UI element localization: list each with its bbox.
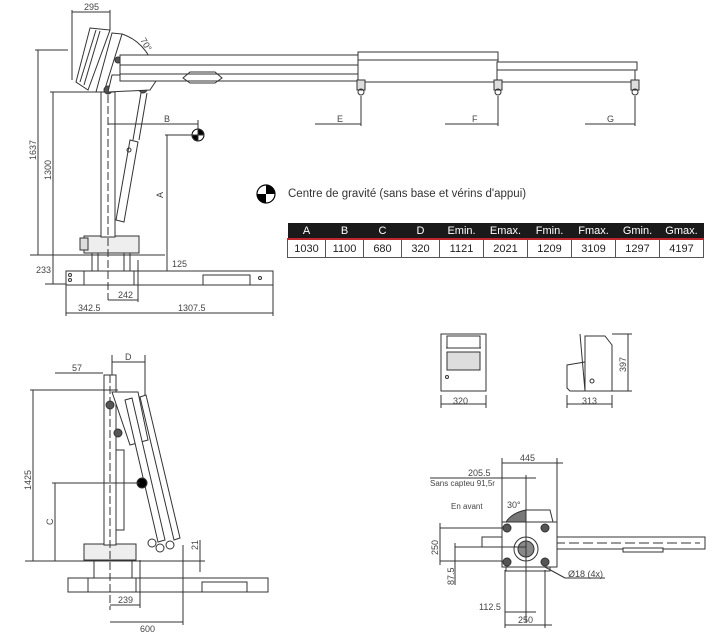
dim-label-d: D [125, 352, 132, 362]
side-view-extended [30, 10, 640, 316]
col-emin: Emin. [439, 223, 484, 240]
col-fmin: Fmin. [527, 223, 572, 240]
note-sans-capteur: Sans capteu 91,5r [430, 479, 495, 488]
note-en-avant: En avant [451, 502, 483, 511]
cell-a: 1030 [287, 238, 326, 258]
dim-87-5: 87.5 [446, 567, 456, 585]
dim-1307-5: 1307.5 [178, 303, 206, 313]
cell-gmin: 1297 [615, 238, 660, 258]
dim-1637: 1637 [28, 140, 38, 160]
dim-242: 242 [118, 290, 133, 300]
col-fmax: Fmax. [571, 223, 616, 240]
dim-21: 21 [190, 540, 200, 550]
dim-label-f: F [472, 114, 478, 124]
dim-600: 600 [140, 624, 155, 634]
dim-label-g: G [607, 114, 614, 124]
control-box-side [566, 333, 632, 408]
dim-label-b: B [164, 114, 170, 124]
cell-b: 1100 [325, 238, 364, 258]
cell-emin: 1121 [439, 238, 484, 258]
cell-gmax: 4197 [659, 238, 704, 258]
table-header-row: A B C D Emin. Emax. Fmin. Fmax. Gmin. Gm… [287, 223, 704, 240]
col-d: D [401, 223, 440, 240]
dim-250-vertical: 250 [430, 540, 440, 555]
dim-205-5: 205.5 [468, 468, 491, 478]
cog-legend: Centre de gravité (sans base et vérins d… [256, 184, 526, 204]
dim-445: 445 [520, 453, 535, 463]
cell-d: 320 [401, 238, 440, 258]
col-b: B [325, 223, 364, 240]
col-gmax: Gmax. [659, 223, 704, 240]
dim-313: 313 [582, 396, 597, 406]
dim-112-5: 112.5 [479, 602, 501, 612]
side-view-folded [25, 355, 269, 625]
dim-angle-70: 70° [138, 36, 154, 53]
dim-57: 57 [72, 363, 82, 373]
dim-320: 320 [453, 396, 468, 406]
dim-250-horizontal: 250 [518, 615, 533, 625]
cog-legend-label: Centre de gravité (sans base et vérins d… [288, 188, 527, 200]
cog-marker-top [191, 128, 205, 142]
cell-fmax: 3109 [571, 238, 616, 258]
col-c: C [363, 223, 402, 240]
dim-233: 233 [36, 265, 51, 275]
dim-125: 125 [172, 259, 187, 269]
cell-emax: 2021 [483, 238, 528, 258]
dim-239: 239 [118, 595, 133, 605]
col-emax: Emax. [483, 223, 528, 240]
dim-397: 397 [618, 357, 628, 372]
col-a: A [287, 223, 326, 240]
dim-label-a: A [155, 192, 165, 198]
dim-angle-30: 30° [507, 500, 521, 510]
control-box-front [440, 333, 487, 408]
dim-295: 295 [84, 2, 99, 12]
cog-dimension-table: A B C D Emin. Emax. Fmin. Fmax. Gmin. Gm… [287, 223, 704, 258]
cell-c: 680 [363, 238, 402, 258]
dim-label-e: E [337, 114, 343, 124]
dim-label-c: C [45, 518, 55, 525]
center-of-gravity-icon [256, 184, 276, 204]
table-row: 1030 1100 680 320 1121 2021 1209 3109 12… [287, 238, 704, 258]
dim-1425: 1425 [23, 470, 33, 490]
cell-fmin: 1209 [527, 238, 572, 258]
top-view [430, 458, 706, 628]
col-gmin: Gmin. [615, 223, 660, 240]
dim-342-5: 342.5 [78, 303, 101, 313]
dim-hole-18: Ø18 (4x) [568, 569, 603, 579]
dim-1300: 1300 [43, 160, 53, 180]
